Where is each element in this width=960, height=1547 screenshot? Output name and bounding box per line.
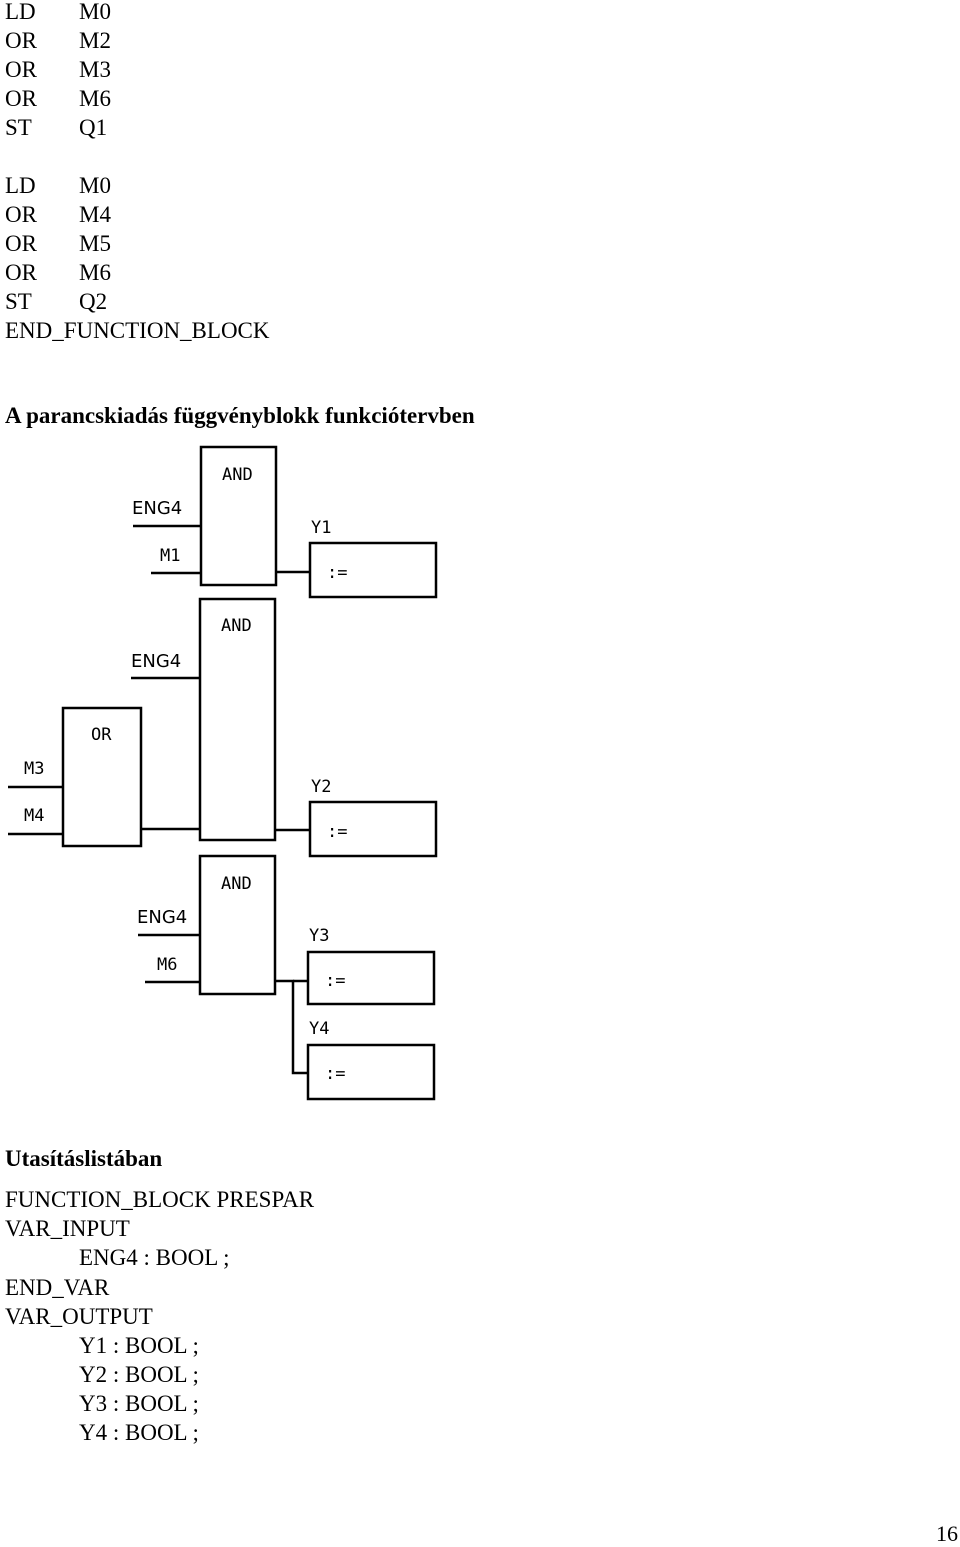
il-line: OR M5 (5, 229, 111, 258)
and-label-3: AND (221, 874, 252, 894)
il-heading: Utasításlistában (5, 1146, 163, 1171)
il-line: OR M4 (5, 200, 111, 229)
il-op: ST (5, 115, 32, 140)
il-arg: M4 (79, 202, 111, 227)
assign-label-y3: := (325, 971, 345, 991)
or-label: OR (91, 725, 112, 745)
il-line: OR M2 (5, 26, 111, 55)
and-label-1: AND (222, 465, 253, 485)
input-m4: M4 (24, 806, 44, 826)
il-op: OR (5, 231, 37, 256)
end-function-block: END_FUNCTION_BLOCK (5, 318, 270, 343)
assign-label-y2: := (327, 822, 347, 842)
il-op: OR (5, 86, 37, 111)
input-m6: M6 (157, 955, 177, 975)
il-op: OR (5, 57, 37, 82)
input-eng4-3: ENG4 (137, 907, 187, 928)
il-line: OR M6 (5, 84, 111, 113)
il-arg: M6 (79, 86, 111, 111)
and-block-3 (198, 854, 277, 996)
il-arg: Q1 (79, 115, 108, 140)
or-block (61, 706, 143, 848)
assign-box-y1 (308, 541, 438, 599)
decl-y4: Y4 : BOOL ; (79, 1420, 199, 1445)
il-op: OR (5, 260, 37, 285)
and-label-2: AND (221, 616, 252, 636)
assign-box-y4 (306, 1043, 436, 1101)
il-op: LD (5, 173, 36, 198)
il-arg: M2 (79, 28, 111, 53)
il-line: LD M0 (5, 171, 111, 200)
decl-end-var: END_VAR (5, 1275, 110, 1300)
il-arg: M6 (79, 260, 111, 285)
il-line: ST Q1 (5, 113, 107, 142)
il-arg: M5 (79, 231, 111, 256)
function-block-diagram: AND AND AND OR ENG4 M1 ENG4 M3 M4 ENG4 M… (5, 442, 451, 1106)
il-op: OR (5, 28, 37, 53)
input-eng4-2: ENG4 (131, 651, 181, 672)
output-y4: Y4 (309, 1019, 329, 1039)
il-line: OR M6 (5, 258, 111, 287)
decl-y3: Y3 : BOOL ; (79, 1391, 199, 1416)
il-arg: M3 (79, 57, 111, 82)
input-m1: M1 (160, 546, 180, 566)
decl-var-input: VAR_INPUT (5, 1216, 130, 1241)
il-op: LD (5, 0, 36, 24)
wire-and3-y3-y4 (275, 979, 308, 1075)
decl-var-output: VAR_OUTPUT (5, 1304, 153, 1329)
il-arg: M0 (79, 0, 111, 24)
decl-eng4: ENG4 : BOOL ; (79, 1245, 230, 1270)
input-m3: M3 (24, 759, 44, 779)
il-arg: Q2 (79, 289, 108, 314)
decl-y1: Y1 : BOOL ; (79, 1333, 199, 1358)
il-op: OR (5, 202, 37, 227)
il-line: ST Q2 (5, 287, 107, 316)
il-op: ST (5, 289, 32, 314)
output-y3: Y3 (309, 926, 329, 946)
and-block-2 (198, 597, 277, 842)
assign-box-y2 (308, 800, 438, 858)
fbd-heading: A parancskiadás függvényblokk funkcióter… (5, 403, 475, 428)
output-y2: Y2 (311, 777, 331, 797)
il-line: OR M3 (5, 55, 111, 84)
input-eng4-1: ENG4 (132, 498, 182, 519)
page-number: 16 (936, 1521, 958, 1546)
decl-y2: Y2 : BOOL ; (79, 1362, 199, 1387)
il-arg: M0 (79, 173, 111, 198)
output-y1: Y1 (311, 518, 331, 538)
assign-label-y4: := (325, 1064, 345, 1084)
decl-function-block: FUNCTION_BLOCK PRESPAR (5, 1187, 315, 1212)
assign-box-y3 (306, 950, 436, 1006)
il-line: LD M0 (5, 0, 111, 26)
and-block-1 (199, 445, 278, 587)
assign-label-y1: := (327, 563, 347, 583)
